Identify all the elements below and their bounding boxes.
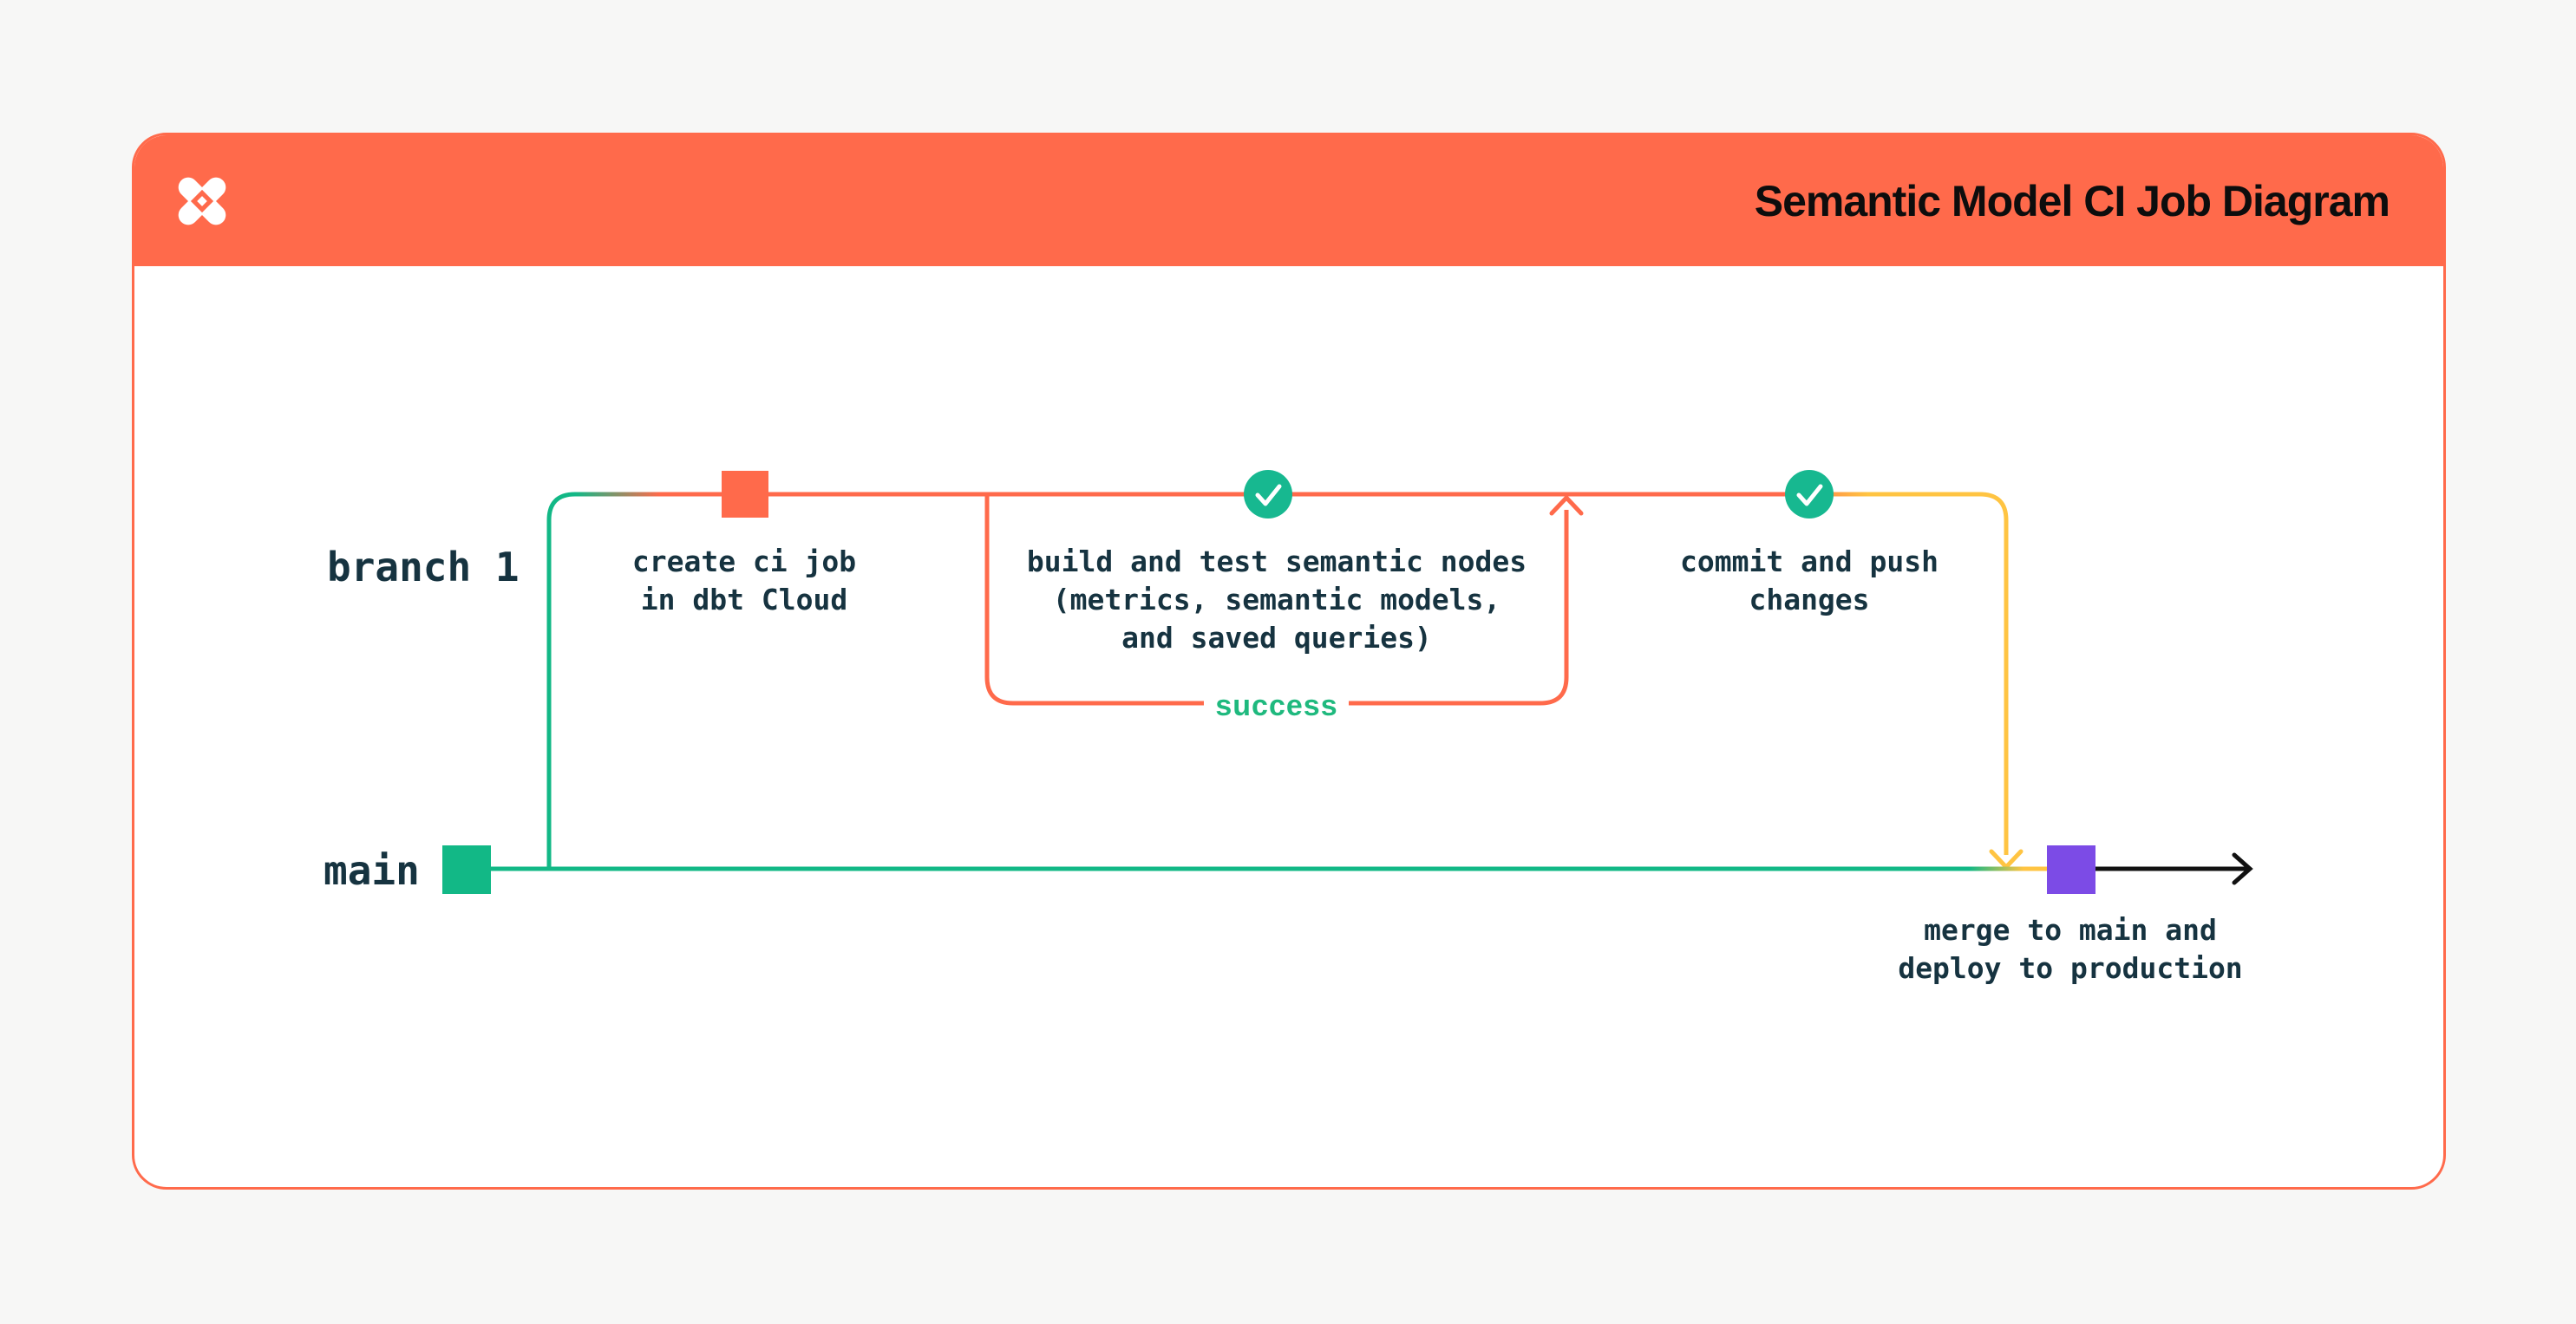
commit-node-main-start xyxy=(442,845,491,894)
branch1-label: branch 1 xyxy=(327,544,520,590)
main-label: main xyxy=(324,847,420,894)
card-header: Semantic Model CI Job Diagram xyxy=(134,135,2443,266)
commit-node-create-ci xyxy=(722,471,768,518)
build-test-label: build and test semantic nodes (metrics, … xyxy=(1026,545,1527,655)
create-ci-label: create ci job in dbt Cloud xyxy=(631,545,857,616)
diagram-card: Semantic Model CI Job Diagram xyxy=(132,133,2446,1190)
merge-deploy-label: merge to main and deploy to production xyxy=(1898,913,2243,985)
dbt-logo-icon xyxy=(178,177,226,225)
success-label: success xyxy=(1215,689,1338,722)
check-icon xyxy=(1785,470,1834,519)
commit-node-merge xyxy=(2047,845,2095,894)
page-title: Semantic Model CI Job Diagram xyxy=(1754,176,2390,225)
check-icon xyxy=(1244,470,1292,519)
commit-push-label: commit and push changes xyxy=(1679,545,1939,616)
